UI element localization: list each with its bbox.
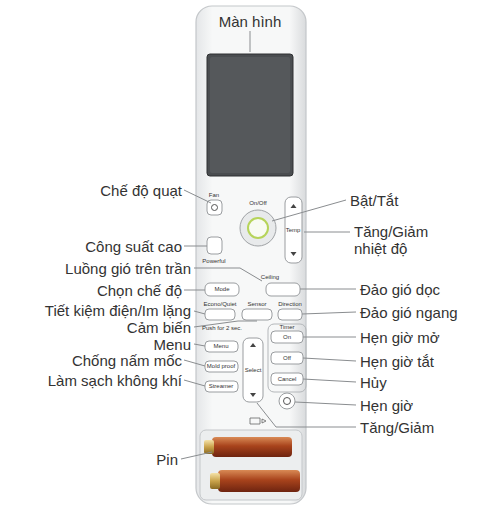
- callout-label: Chọn chế độ: [97, 282, 182, 299]
- button-label: Push for 2 sec.: [202, 325, 242, 332]
- leader-lines: [181, 31, 356, 459]
- remote-body: [196, 6, 306, 504]
- powerful-button: [207, 237, 222, 254]
- callout-label: Tiết kiệm điện/Im lặng: [45, 302, 191, 319]
- timer-off-button: [271, 352, 303, 364]
- mode-button: [205, 283, 239, 296]
- callout-label: Làm sạch không khí: [48, 372, 182, 389]
- timer-button: [279, 393, 295, 409]
- button-label: Fan: [209, 192, 219, 199]
- button-label: On/Off: [249, 200, 267, 207]
- button-label: Off: [283, 355, 291, 362]
- battery: [218, 470, 300, 492]
- button-label: Timer: [279, 324, 294, 331]
- temp-rocker: [285, 197, 302, 263]
- callout-label: Bật/Tắt: [350, 192, 398, 209]
- callout-label: Màn hình: [219, 13, 282, 30]
- streamer-button: [205, 381, 238, 392]
- cancel-button: [271, 373, 303, 385]
- callout-label: Tăng/Giảm: [360, 419, 434, 436]
- callout-label: Công suất cao: [85, 238, 182, 255]
- button-label: Mode: [214, 286, 229, 293]
- callout-label: Đảo gió dọc: [360, 281, 440, 298]
- battery: [212, 437, 292, 457]
- power-button: [240, 210, 276, 246]
- button-label: Temp: [286, 227, 301, 234]
- button-label: Direction: [278, 301, 302, 308]
- timer-on-button: [271, 331, 303, 343]
- menu-button: [205, 341, 238, 352]
- callout-label: Hẹn giờ: [360, 397, 413, 414]
- button-label: Select: [245, 367, 262, 374]
- callout-label: Chống nấm mốc: [72, 352, 182, 369]
- button-label: Sensor: [247, 301, 266, 308]
- callout-label: Hẹn giờ mở: [360, 329, 440, 346]
- button-label: Mold proof: [207, 363, 235, 370]
- direction-button: [278, 309, 302, 320]
- callout-label: Cảm biến: [127, 319, 191, 336]
- screen-glass: [210, 57, 290, 173]
- button-label: Menu: [213, 343, 228, 350]
- callout-label: Hẹn giờ tắt: [360, 353, 434, 370]
- callout-label: Hủy: [360, 374, 387, 391]
- econo-button: [205, 309, 235, 320]
- select-rocker: [243, 338, 263, 402]
- button-label: Cancel: [278, 376, 297, 383]
- sensor-button: [242, 309, 272, 320]
- button-label: On: [283, 334, 291, 341]
- callout-label: Pin: [156, 451, 178, 468]
- callout-label: Chế độ quạt: [100, 182, 182, 199]
- callout-label: Luồng gió trên trần: [65, 260, 191, 277]
- callout-label: Menu: [153, 336, 191, 353]
- button-label: Powerful: [202, 258, 225, 265]
- button-label: Econo/Quiet: [203, 301, 236, 308]
- callout-label: Tăng/Giảm nhiệt độ: [354, 223, 464, 257]
- mold-button: [205, 361, 238, 372]
- swing-button: [266, 283, 300, 296]
- callout-label: Đảo gió ngang: [360, 304, 458, 321]
- button-label: Ceiling: [261, 274, 279, 281]
- button-label: Streamer: [209, 383, 234, 390]
- screen: [207, 54, 293, 176]
- timer-group: [268, 324, 306, 392]
- battery-bay: [200, 430, 302, 500]
